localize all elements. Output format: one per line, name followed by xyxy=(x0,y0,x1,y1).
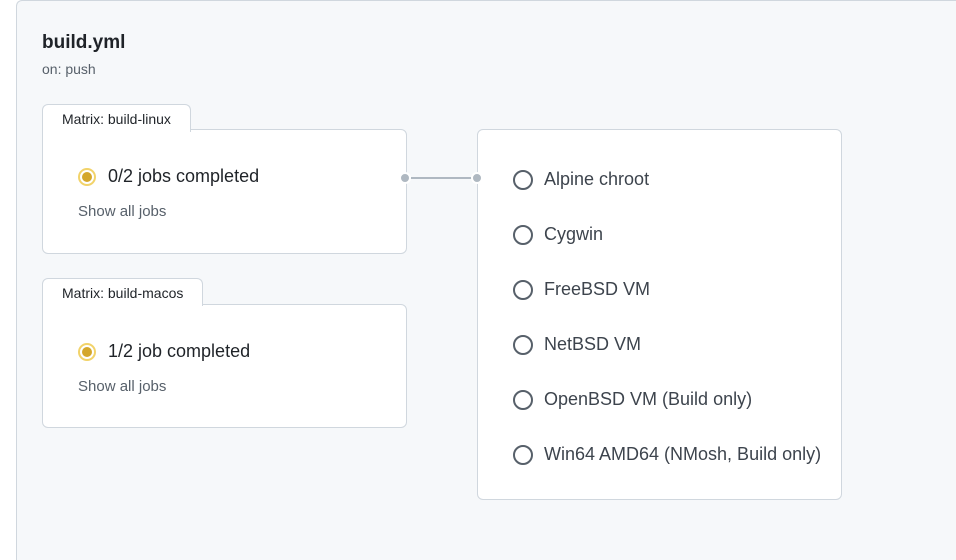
job-label: FreeBSD VM xyxy=(544,279,651,299)
queued-circle-icon xyxy=(513,279,533,300)
job-label: NetBSD VM xyxy=(544,334,642,354)
job-label: Alpine chroot xyxy=(544,169,650,189)
matrix-status-text: 0/2 jobs completed xyxy=(108,166,260,186)
matrix-status-text: 1/2 job completed xyxy=(108,341,251,361)
job-win64-amd64[interactable]: Win64 AMD64 (NMosh, Build only) xyxy=(513,444,822,465)
workflow-title: build.yml xyxy=(42,32,126,53)
matrix-tab-build-linux: Matrix: build-linux xyxy=(42,104,191,132)
matrix-card-build-macos[interactable]: 1/2 job completed Show all jobs xyxy=(42,304,407,428)
show-all-jobs-link[interactable]: Show all jobs xyxy=(78,378,167,395)
jobs-card: Alpine chroot Cygwin FreeBSD VM NetBSD V… xyxy=(477,129,842,500)
pending-status-icon xyxy=(78,342,96,361)
matrix-card-build-linux[interactable]: 0/2 jobs completed Show all jobs xyxy=(42,129,407,254)
queued-circle-icon xyxy=(513,224,533,245)
pending-status-icon xyxy=(78,167,96,186)
job-alpine-chroot[interactable]: Alpine chroot xyxy=(513,169,649,190)
show-all-jobs-link[interactable]: Show all jobs xyxy=(78,203,167,220)
queued-circle-icon xyxy=(513,169,533,190)
connector-end-dot xyxy=(471,172,483,184)
matrix-status-row: 0/2 jobs completed xyxy=(78,166,259,187)
matrix-status-row: 1/2 job completed xyxy=(78,341,250,362)
connector-start-dot xyxy=(399,172,411,184)
job-label: Cygwin xyxy=(544,224,604,244)
job-label: OpenBSD VM (Build only) xyxy=(544,389,753,409)
job-label: Win64 AMD64 (NMosh, Build only) xyxy=(544,444,822,464)
queued-circle-icon xyxy=(513,334,533,355)
job-freebsd-vm[interactable]: FreeBSD VM xyxy=(513,279,650,300)
queued-circle-icon xyxy=(513,389,533,410)
job-cygwin[interactable]: Cygwin xyxy=(513,224,603,245)
queued-circle-icon xyxy=(513,444,533,465)
workflow-trigger: on: push xyxy=(42,61,96,77)
matrix-tab-build-macos: Matrix: build-macos xyxy=(42,278,204,306)
job-netbsd-vm[interactable]: NetBSD VM xyxy=(513,334,641,355)
dependency-connector-line xyxy=(406,177,478,179)
job-openbsd-vm[interactable]: OpenBSD VM (Build only) xyxy=(513,389,752,410)
